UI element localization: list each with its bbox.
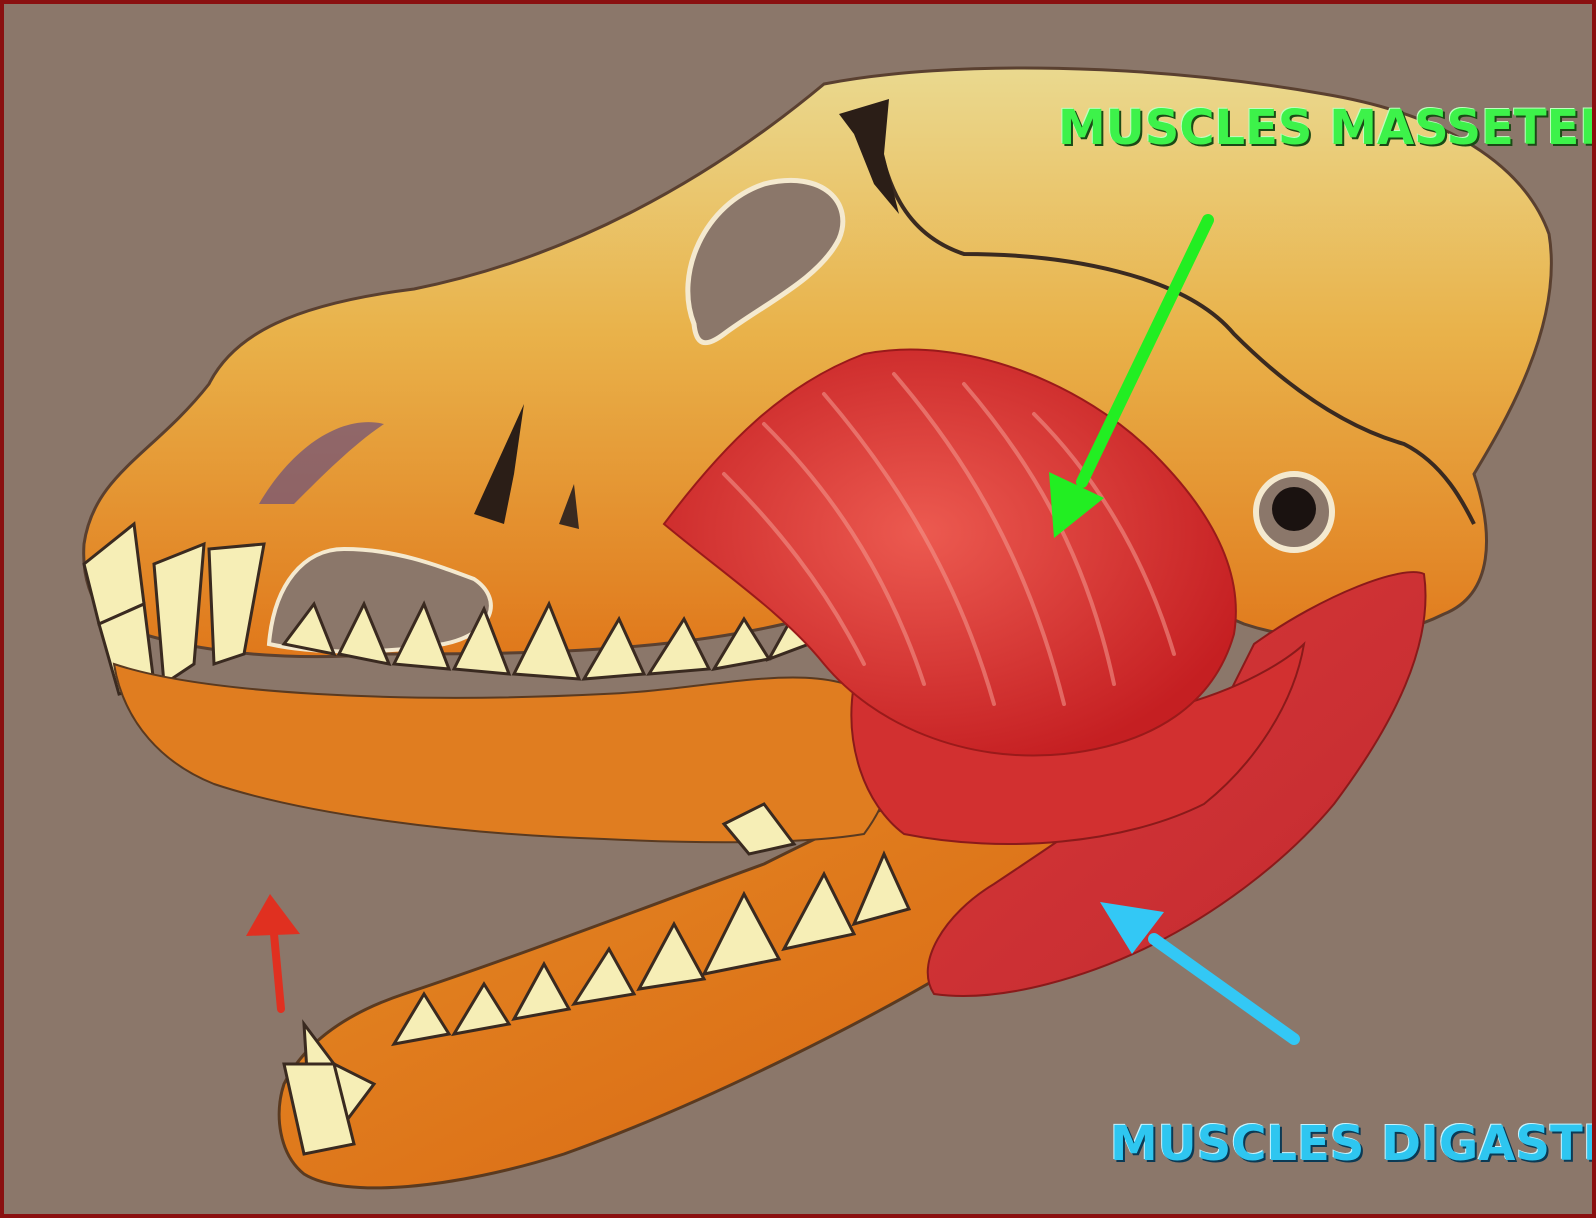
digastric-arrow — [1100, 902, 1294, 1039]
ear-canal-inner — [1272, 487, 1316, 531]
maxilla — [114, 664, 894, 842]
jaw-motion-arrow — [246, 894, 300, 1009]
skull-illustration — [4, 4, 1596, 1218]
masseter-label: MUSCLES MASSETER — [1058, 100, 1596, 156]
digastric-label: MUSCLES DIGASTRIQUES — [1110, 1116, 1596, 1172]
